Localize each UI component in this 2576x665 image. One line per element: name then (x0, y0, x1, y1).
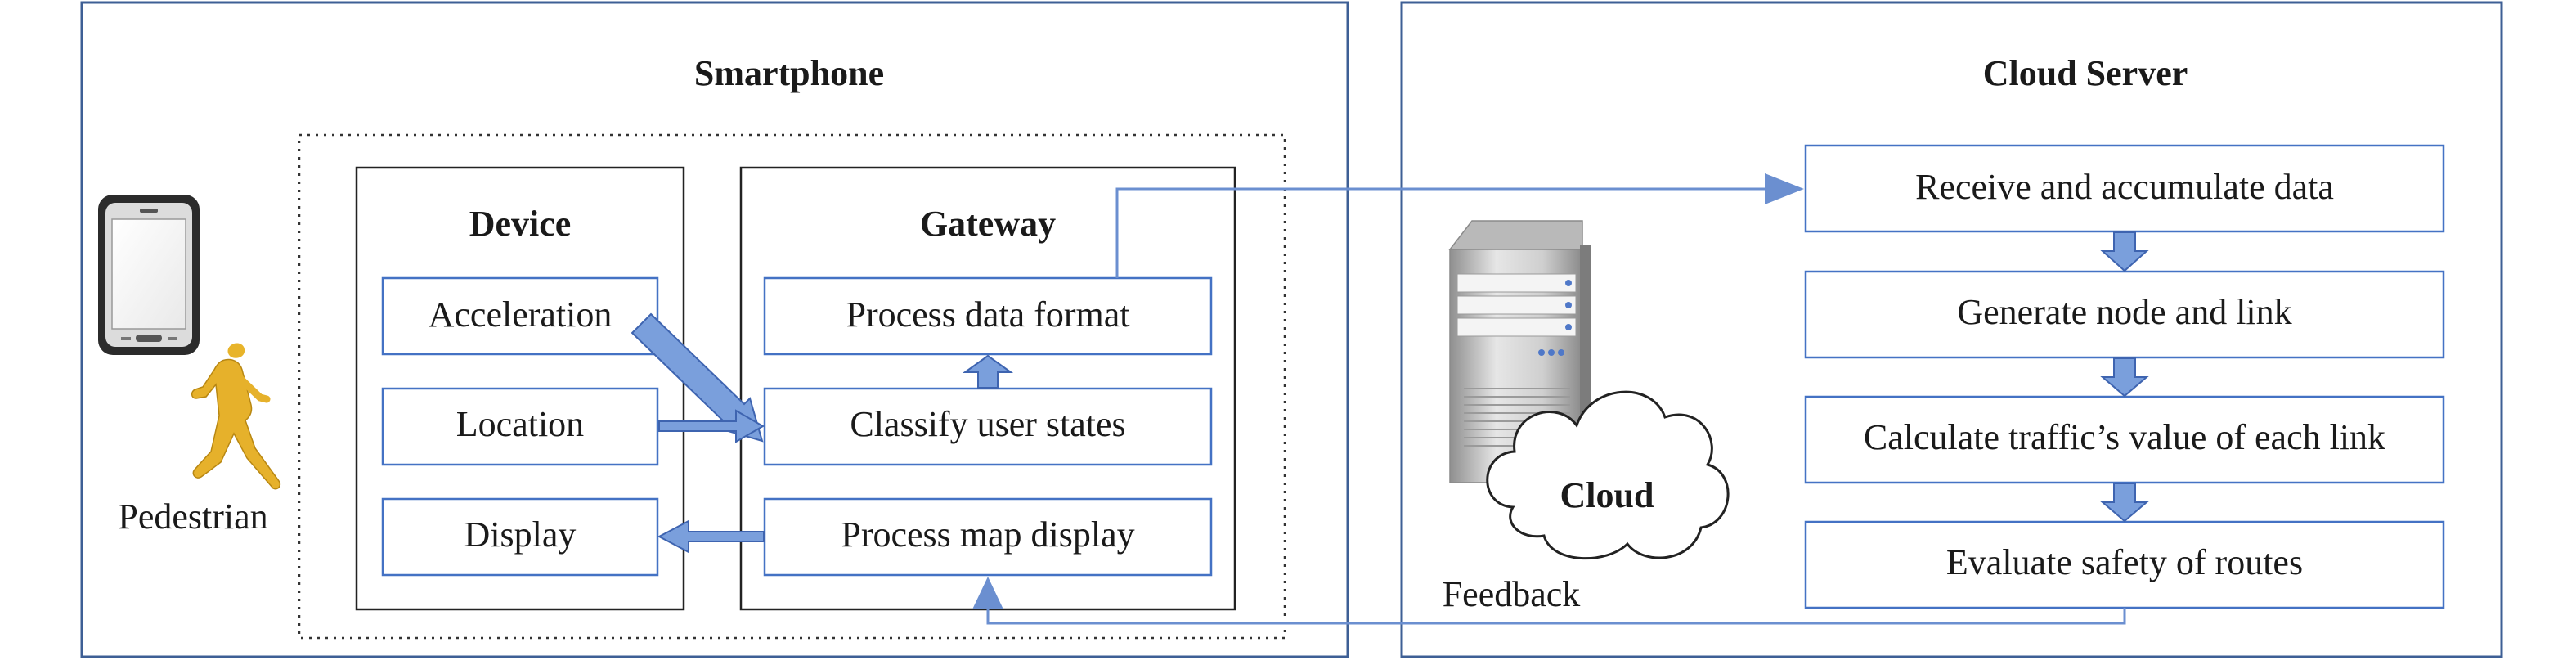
step-generate-box: Generate node and link (1804, 270, 2445, 359)
svg-text:Display: Display (464, 514, 577, 555)
device-title: Device (469, 204, 572, 244)
svg-text:Evaluate safety of routes: Evaluate safety of routes (1946, 542, 2303, 582)
display-box: Display (381, 497, 659, 577)
up-arrow-classify-to-format (962, 354, 1014, 389)
gateway-title: Gateway (920, 204, 1056, 244)
upload-connector (1115, 173, 1804, 278)
arrow-location-to-classify (658, 409, 765, 443)
svg-text:Location: Location (456, 404, 584, 444)
cloud-server-title: Cloud Server (1983, 53, 2188, 93)
svg-text:Generate node and link: Generate node and link (1957, 292, 2291, 332)
process-map-display-box: Process map display (763, 497, 1213, 577)
pedestrian-label: Pedestrian (118, 497, 267, 537)
svg-text:Process data format: Process data format (846, 294, 1130, 335)
svg-text:Process map display: Process map display (841, 514, 1134, 555)
down-arrow-3 (2100, 483, 2149, 523)
process-data-format-box: Process data format (763, 276, 1213, 356)
svg-text:Calculate traffic’s value of e: Calculate traffic’s value of each link (1864, 417, 2385, 457)
walking-person-icon (191, 343, 281, 490)
dotted-group-box (298, 133, 1286, 640)
down-arrow-2 (2100, 357, 2149, 398)
smartphone-panel: Smartphone Pedestrian Device Accel (80, 1, 1349, 658)
down-arrow-1 (2100, 231, 2149, 272)
cloud-server-panel: Cloud Server (1400, 1, 2503, 658)
step-receive-box: Receive and accumulate data (1804, 144, 2445, 233)
device-box: Device Acceleration Location Display (355, 166, 685, 611)
svg-text:Receive and accumulate data: Receive and accumulate data (1915, 167, 2334, 207)
feedback-connector (972, 577, 2126, 625)
smartphone-title: Smartphone (694, 53, 884, 93)
gateway-box: Gateway Process data format Classify use… (739, 166, 1236, 611)
feedback-label: Feedback (1443, 574, 1581, 614)
arrow-map-to-display (657, 519, 765, 554)
svg-text:Acceleration: Acceleration (429, 294, 613, 335)
step-evaluate-box: Evaluate safety of routes (1804, 520, 2445, 609)
smartphone-icon (98, 195, 200, 355)
step-calculate-box: Calculate traffic’s value of each link (1804, 395, 2445, 484)
location-box: Location (381, 387, 659, 466)
classify-user-states-box: Classify user states (763, 387, 1213, 466)
cloud-label: Cloud (1560, 475, 1654, 515)
acceleration-box: Acceleration (381, 276, 659, 356)
svg-text:Classify user states: Classify user states (850, 404, 1125, 444)
cloud-icon (1486, 390, 1730, 560)
